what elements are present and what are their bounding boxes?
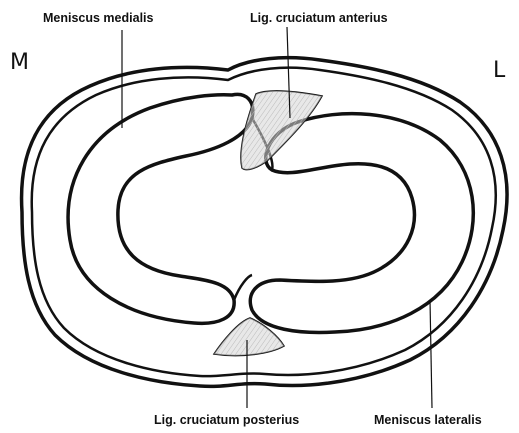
side-label-medial: M: [10, 50, 29, 75]
leader-meniscus-lateralis: [430, 300, 432, 408]
side-label-lateral: L: [493, 58, 506, 83]
meniscus-medialis-inner-border: [68, 94, 253, 323]
meniscus-lateralis-inner-border: [250, 114, 473, 333]
label-meniscus-medialis: Meniscus medialis: [43, 11, 154, 25]
label-lig-cruciatum-anterius: Lig. cruciatum anterius: [250, 11, 388, 25]
label-lig-cruciatum-posterius: Lig. cruciatum posterius: [154, 413, 299, 427]
label-meniscus-lateralis: Meniscus lateralis: [374, 413, 482, 427]
